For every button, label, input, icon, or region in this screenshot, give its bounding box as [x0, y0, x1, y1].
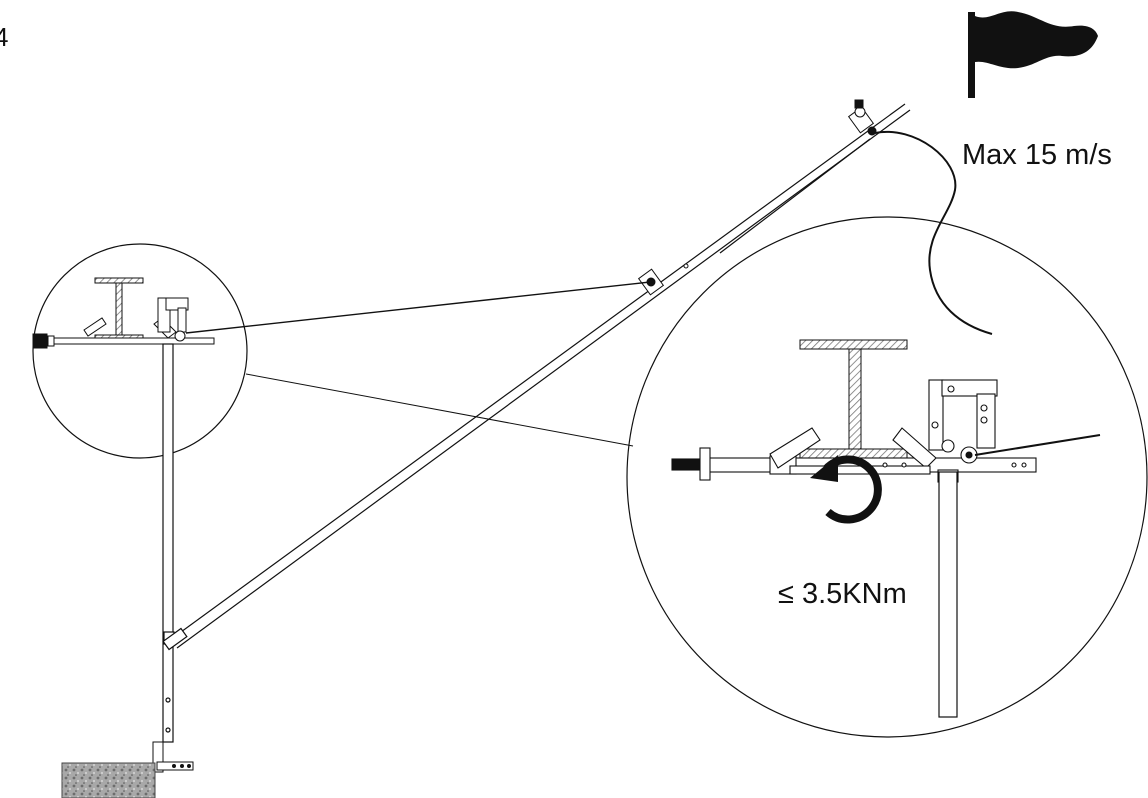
detail-circle-large [626, 216, 1148, 738]
vertical-post-large [938, 471, 958, 718]
detail-circle-small [32, 243, 248, 459]
diagonal-strut [162, 103, 911, 651]
wind-speed-label: Max 15 m/s [962, 139, 1112, 171]
tension-cable-large [974, 434, 1101, 456]
rotation-arrow-icon [810, 455, 882, 524]
clamp-rail-small [32, 297, 215, 349]
wind-flag-icon [968, 11, 1098, 98]
page-number: 4 [0, 22, 9, 52]
concrete-block [61, 762, 156, 798]
tension-cable [185, 281, 651, 334]
i-beam-large [799, 339, 908, 459]
i-beam-small [94, 277, 144, 341]
strut-fitting-top [847, 99, 877, 136]
torque-label: ≤ 3.5KNm [778, 578, 907, 610]
strut-fitting-middle [637, 263, 689, 296]
vertical-post [162, 343, 175, 743]
detail-leader-line [245, 373, 634, 447]
base-foot [152, 741, 194, 773]
